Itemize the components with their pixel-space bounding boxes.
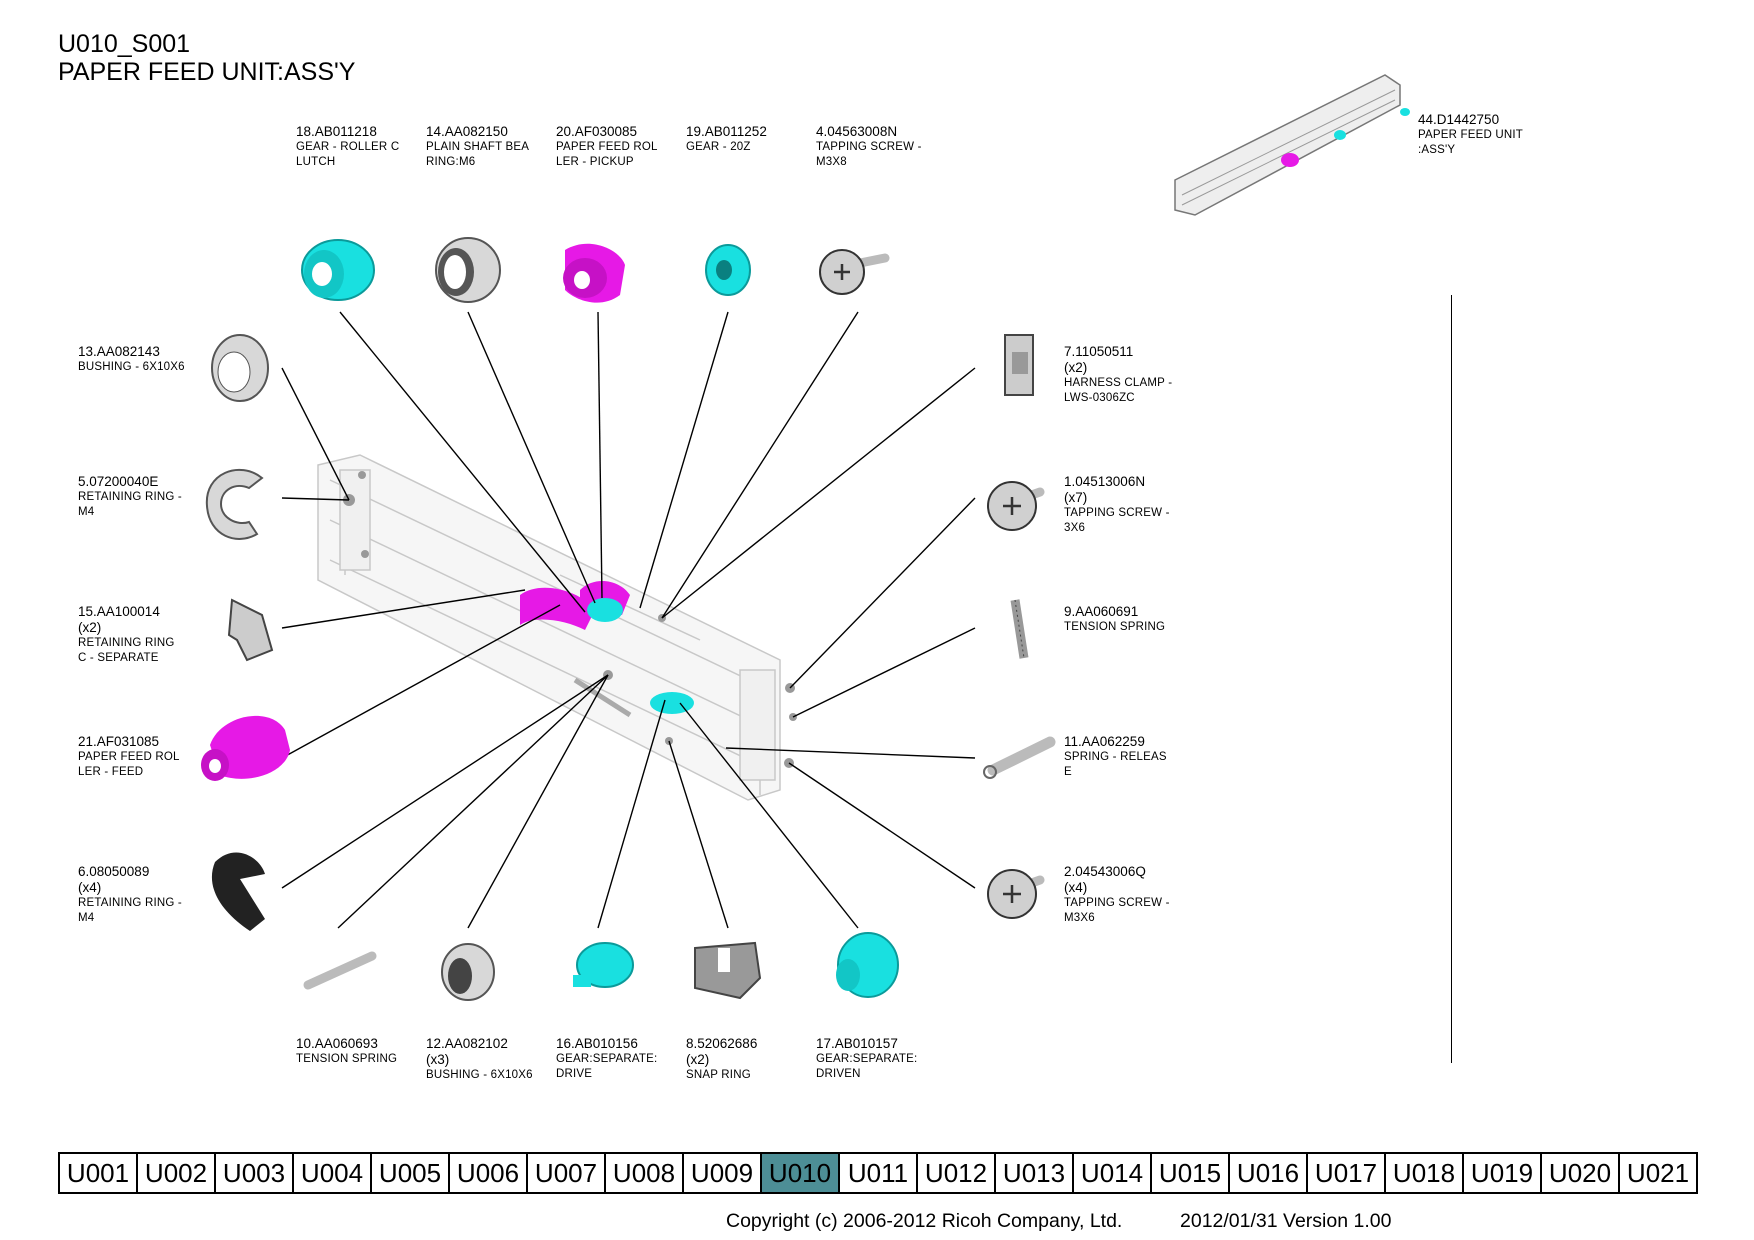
assembly-thumbnail <box>1174 74 1410 216</box>
retaining-ring-c-separate <box>227 598 274 662</box>
tab-u004[interactable]: U004 <box>294 1154 372 1192</box>
copyright-text: Copyright (c) 2006-2012 Ricoh Company, L… <box>726 1210 1123 1232</box>
divider-line <box>1451 295 1452 1063</box>
version-text: 2012/01/31 Version 1.00 <box>1180 1210 1392 1232</box>
release-spring <box>983 736 1056 779</box>
tab-u018[interactable]: U018 <box>1386 1154 1464 1192</box>
leader-lines <box>281 311 976 929</box>
tapping-screw-m3x6 <box>987 869 1045 919</box>
page-code: U010_S001 <box>58 30 191 58</box>
tab-u017[interactable]: U017 <box>1308 1154 1386 1192</box>
part-label-15: 15.AA100014(x2)RETAINING RING C - SEPARA… <box>78 604 175 664</box>
part-label-1: 1.04513006N(x7)TAPPING SCREW - 3X6 <box>1064 474 1170 534</box>
retaining-ring-m4-x4 <box>211 852 265 931</box>
tab-u015[interactable]: U015 <box>1152 1154 1230 1192</box>
tab-u003[interactable]: U003 <box>216 1154 294 1192</box>
tab-u006[interactable]: U006 <box>450 1154 528 1192</box>
tab-u021[interactable]: U021 <box>1620 1154 1698 1192</box>
tab-u011[interactable]: U011 <box>840 1154 918 1192</box>
feed-roller <box>201 715 290 781</box>
tapping-screw-m3x8 <box>819 249 890 295</box>
part-label-7: 7.11050511(x2)HARNESS CLAMP - LWS-0306ZC <box>1064 344 1173 404</box>
pickup-roller <box>563 243 625 303</box>
roller-clutch-gear <box>301 239 375 301</box>
tension-spring-bottom <box>303 951 377 990</box>
tapping-screw-3x6 <box>987 481 1045 531</box>
tab-u010[interactable]: U010 <box>762 1154 840 1192</box>
gear-20z <box>705 244 751 296</box>
part-label-8: 8.52062686(x2)SNAP RING <box>686 1036 758 1081</box>
harness-clamp <box>1004 334 1034 396</box>
tab-u001[interactable]: U001 <box>60 1154 138 1192</box>
plain-shaft-bearing <box>435 237 501 303</box>
separate-driven-gear <box>836 932 899 998</box>
tab-u008[interactable]: U008 <box>606 1154 684 1192</box>
part-label-2: 2.04543006Q(x4)TAPPING SCREW - M3X6 <box>1064 864 1170 924</box>
tab-u013[interactable]: U013 <box>996 1154 1074 1192</box>
part-label-6: 6.08050089(x4)RETAINING RING - M4 <box>78 864 182 924</box>
tab-u002[interactable]: U002 <box>138 1154 216 1192</box>
snap-ring <box>694 941 762 1000</box>
page-title: PAPER FEED UNIT:ASS'Y <box>58 58 356 86</box>
retaining-ring-m4 <box>205 468 264 540</box>
tab-u020[interactable]: U020 <box>1542 1154 1620 1192</box>
bushing-6x10x6-bottom <box>441 943 495 1001</box>
separate-drive-gear <box>573 942 634 988</box>
part-label-12: 12.AA082102(x3)BUSHING - 6X10X6 <box>426 1036 533 1081</box>
tab-u016[interactable]: U016 <box>1230 1154 1308 1192</box>
tension-spring-right <box>1010 599 1029 659</box>
tab-u019[interactable]: U019 <box>1464 1154 1542 1192</box>
tab-u012[interactable]: U012 <box>918 1154 996 1192</box>
tab-u014[interactable]: U014 <box>1074 1154 1152 1192</box>
main-frame <box>317 454 781 801</box>
tab-u007[interactable]: U007 <box>528 1154 606 1192</box>
tab-u005[interactable]: U005 <box>372 1154 450 1192</box>
tab-u009[interactable]: U009 <box>684 1154 762 1192</box>
bushing-6x10x6-top <box>211 334 269 402</box>
